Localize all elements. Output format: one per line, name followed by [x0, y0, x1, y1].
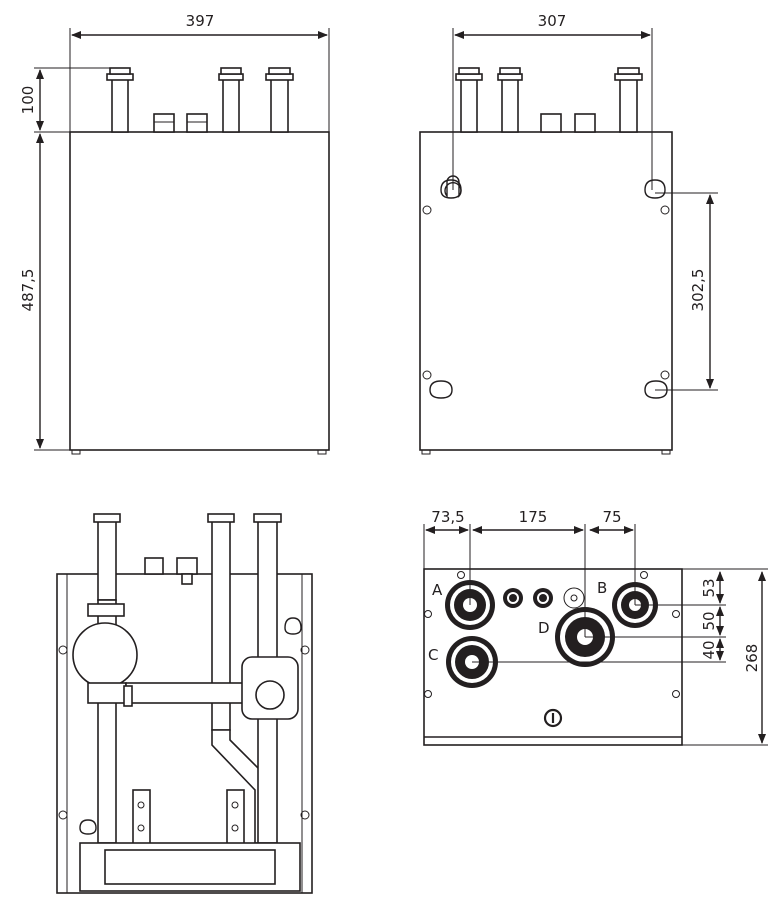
port-label-a: A — [432, 581, 443, 599]
dim-mount-height: 302,5 — [689, 269, 707, 312]
port-label-c: C — [428, 646, 438, 664]
dim-width: 397 — [186, 12, 215, 30]
dim-a-to-d: 175 — [519, 508, 548, 526]
front-view: 397 100 487,5 — [19, 12, 330, 455]
dim-depth: 268 — [743, 644, 761, 673]
dim-b-depth: 53 — [700, 578, 718, 597]
dim-height: 487,5 — [19, 269, 37, 312]
back-view: 307 302,5 — [419, 12, 718, 455]
port-label-d: D — [538, 619, 550, 637]
front-pipes — [106, 67, 294, 133]
dim-mount-width: 307 — [538, 12, 567, 30]
front-housing — [69, 131, 330, 451]
dim-a-offset: 73,5 — [431, 508, 464, 526]
dim-pipe-height: 100 — [19, 86, 37, 115]
port-label-b: B — [597, 579, 607, 597]
dim-b-to-d: 50 — [700, 611, 718, 630]
interior-view — [56, 513, 313, 894]
info-symbol-icon — [543, 708, 563, 728]
pump — [72, 622, 138, 688]
dim-d-to-c: 40 — [700, 640, 718, 659]
dim-d-to-b: 75 — [602, 508, 621, 526]
back-housing — [419, 131, 673, 451]
top-view: A B C D 73,5 175 75 53 50 40 268 — [423, 508, 768, 746]
